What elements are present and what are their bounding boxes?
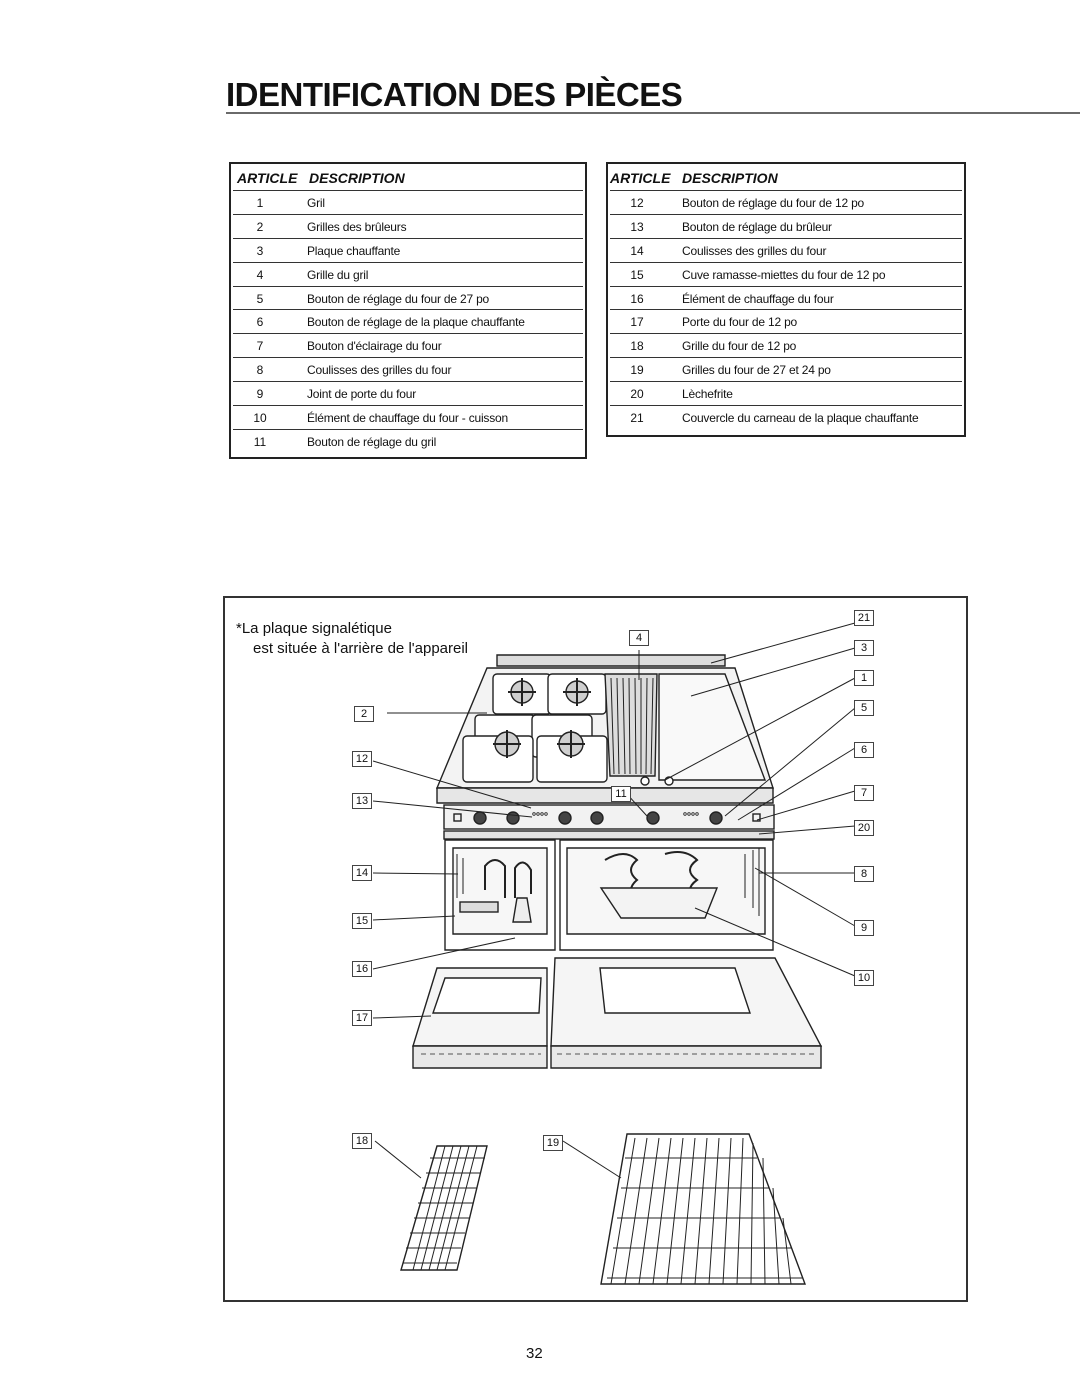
table-row: 19 Grilles du four de 27 et 24 po (610, 358, 962, 383)
table-row: 1 Gril (233, 191, 583, 215)
item-description: Élément de chauffage du four - cuisson (307, 411, 508, 426)
table-row: 20 Lèchefrite (610, 382, 962, 407)
item-description: Porte du four de 12 po (682, 315, 798, 330)
callout-5: 5 (854, 700, 874, 716)
table-row: 14 Coulisses des grilles du four (610, 239, 962, 263)
callout-2: 2 (354, 706, 374, 722)
item-description: Coulisses des grilles du four (682, 243, 827, 258)
callout-9: 9 (854, 920, 874, 936)
item-number: 21 (630, 411, 644, 426)
table-row: 4 Grille du gril (233, 263, 583, 287)
item-number: 2 (256, 219, 264, 234)
table-row: 9 Joint de porte du four (233, 382, 583, 407)
title-underline (226, 112, 1080, 114)
table-row: 2 Grilles des brûleurs (233, 215, 583, 239)
range-illustration (372, 622, 856, 1285)
header-description: DESCRIPTION (309, 170, 405, 186)
item-description: Gril (307, 196, 325, 210)
item-description: Grilles des brûleurs (307, 219, 407, 234)
item-number: 3 (256, 243, 264, 258)
parts-table-left: ARTICLE DESCRIPTION 1 Gril 2 Grilles des b… (229, 162, 587, 459)
callout-3: 3 (854, 640, 874, 656)
table-row: 13 Bouton de réglage du brûleur (610, 215, 962, 239)
item-number: 14 (630, 243, 644, 258)
callout-18: 18 (352, 1133, 372, 1149)
callout-17: 17 (352, 1010, 372, 1026)
item-number: 1 (256, 196, 264, 210)
item-number: 19 (630, 363, 644, 378)
item-number: 7 (256, 339, 264, 354)
item-number: 6 (256, 315, 264, 330)
item-number: 11 (253, 434, 267, 449)
table-row: 11 Bouton de réglage du gril (233, 430, 583, 453)
page-title: IDENTIFICATION DES PIÈCES (226, 76, 683, 113)
table-row: 15 Cuve ramasse-miettes du four de 12 po (610, 263, 962, 287)
table-row: 7 Bouton d'éclairage du four (233, 334, 583, 359)
item-description: Bouton d'éclairage du four (307, 339, 442, 354)
item-number: 10 (253, 411, 267, 426)
item-description: Bouton de réglage de la plaque chauffant… (307, 315, 525, 330)
item-description: Bouton de réglage du four de 12 po (682, 196, 865, 210)
item-number: 5 (256, 291, 264, 306)
callout-4: 4 (629, 630, 649, 646)
table-header: ARTICLE DESCRIPTION (233, 164, 583, 191)
item-number: 15 (630, 267, 644, 282)
item-number: 4 (256, 267, 264, 282)
callout-10: 10 (854, 970, 874, 986)
item-description: Couvercle du carneau de la plaque chauff… (682, 411, 919, 426)
item-description: Bouton de réglage du brûleur (682, 219, 832, 234)
table-row: 8 Coulisses des grilles du four (233, 358, 583, 383)
page-number: 32 (526, 1345, 543, 1362)
item-description: Coulisses des grilles du four (307, 363, 452, 378)
header-article: ARTICLE (237, 170, 298, 186)
callout-20: 20 (854, 820, 874, 836)
callout-8: 8 (854, 866, 874, 882)
item-description: Élément de chauffage du four (682, 291, 834, 306)
table-row: 5 Bouton de réglage du four de 27 po (233, 287, 583, 311)
item-description: Plaque chauffante (307, 243, 401, 258)
nameplate-note-line1: *La plaque signalétique (236, 620, 392, 637)
item-number: 20 (630, 387, 644, 402)
callout-19: 19 (543, 1135, 563, 1151)
table-row: 16 Élément de chauffage du four (610, 287, 962, 311)
item-description: Lèchefrite (682, 387, 733, 402)
item-number: 12 (630, 196, 644, 210)
callout-12: 12 (352, 751, 372, 767)
callout-7: 7 (854, 785, 874, 801)
table-row: 10 Élément de chauffage du four - cuisson (233, 406, 583, 430)
item-number: 17 (630, 315, 644, 330)
item-number: 13 (630, 219, 644, 234)
table-row: 12 Bouton de réglage du four de 12 po (610, 191, 962, 215)
item-number: 16 (630, 291, 644, 306)
item-number: 9 (256, 387, 264, 402)
table-row: 18 Grille du four de 12 po (610, 334, 962, 359)
callout-1: 1 (854, 670, 874, 686)
callout-14: 14 (352, 865, 372, 881)
item-description: Bouton de réglage du four de 27 po (307, 291, 490, 306)
table-row: 17 Porte du four de 12 po (610, 310, 962, 335)
table-row: 3 Plaque chauffante (233, 239, 583, 263)
nameplate-note-line2: est située à l'arrière de l'appareil (253, 640, 469, 657)
header-article: ARTICLE (610, 170, 671, 186)
item-number: 18 (630, 339, 644, 354)
header-description: DESCRIPTION (682, 170, 778, 186)
item-description: Bouton de réglage du gril (307, 434, 437, 449)
item-description: Grille du four de 12 po (682, 339, 797, 354)
item-number: 8 (256, 363, 264, 378)
item-description: Grilles du four de 27 et 24 po (682, 363, 831, 378)
range-diagram: *La plaque signalétique est située à l'a… (223, 596, 968, 1302)
item-description: Grille du gril (307, 267, 369, 282)
callout-21: 21 (854, 610, 874, 626)
callout-16: 16 (352, 961, 372, 977)
item-description: Cuve ramasse-miettes du four de 12 po (682, 267, 886, 282)
table-header: ARTICLE DESCRIPTION (610, 164, 962, 191)
item-description: Joint de porte du four (307, 387, 417, 402)
callout-15: 15 (352, 913, 372, 929)
callout-13: 13 (352, 793, 372, 809)
callout-6: 6 (854, 742, 874, 758)
table-row: 21 Couvercle du carneau de la plaque chau… (610, 406, 962, 429)
table-row: 6 Bouton de réglage de la plaque chauffan… (233, 310, 583, 335)
callout-11: 11 (611, 786, 631, 802)
